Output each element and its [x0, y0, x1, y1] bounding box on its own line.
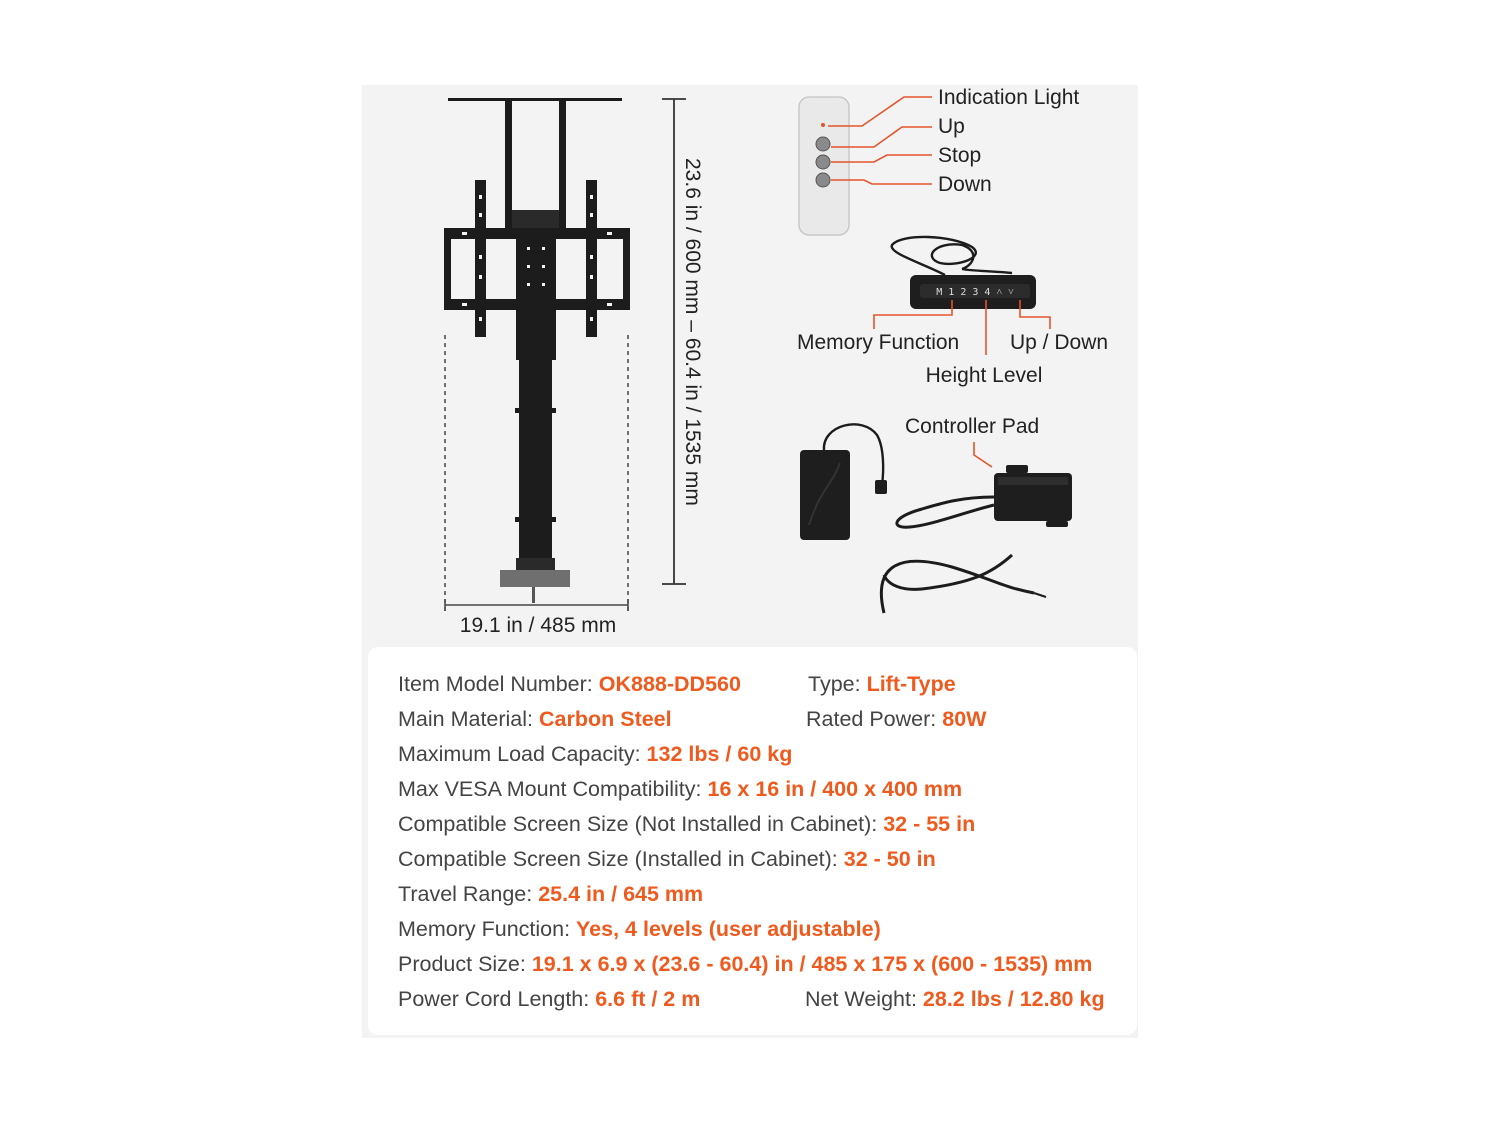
spec-load: Maximum Load Capacity: 132 lbs / 60 kg [398, 742, 793, 766]
spec-screen-not-installed: Compatible Screen Size (Not Installed in… [398, 812, 976, 836]
controller-pad-label: Controller Pad [905, 415, 1039, 438]
extension-cable [879, 553, 1047, 614]
power-adapter [800, 423, 887, 540]
stop-label: Stop [938, 144, 981, 167]
spec-memory: Memory Function: Yes, 4 levels (user adj… [398, 917, 881, 941]
height-dimension-label: 23.6 in / 600 mm – 60.4 in / 1535 mm [681, 158, 704, 506]
up-button-icon [815, 136, 831, 152]
spec-cord: Power Cord Length: 6.6 ft / 2 m [398, 987, 701, 1011]
keypad-cable [890, 235, 1013, 277]
product-card: 19.1 in / 485 mm 23.6 in / 600 mm – 60.4… [362, 85, 1138, 1038]
spec-material: Main Material: Carbon Steel [398, 707, 672, 731]
controller-pad-leader [973, 442, 993, 468]
spec-size: Product Size: 19.1 x 6.9 x (23.6 - 60.4)… [398, 952, 1093, 976]
tv-lift-illustration [444, 98, 630, 603]
indication-light-label: Indication Light [938, 86, 1079, 109]
controller-pad [895, 465, 1072, 529]
keypad-leaders [873, 300, 1051, 355]
indication-light-icon [821, 123, 825, 127]
up-label: Up [938, 115, 965, 138]
memory-function-label: Memory Function [797, 331, 959, 354]
up-down-label: Up / Down [1010, 331, 1108, 354]
height-dimension [662, 98, 686, 585]
remote-control [798, 96, 850, 236]
spec-weight: Net Weight: 28.2 lbs / 12.80 kg [805, 987, 1105, 1011]
tv-lift-holes [462, 195, 612, 321]
height-level-label: Height Level [926, 364, 1043, 387]
remote-leaders [828, 96, 932, 185]
keypad-keys: M 1 2 3 4 ˄ ˅ [936, 287, 1014, 298]
down-button-icon [815, 172, 831, 188]
width-dimension [444, 335, 629, 615]
stop-button-icon [815, 154, 831, 170]
spec-travel: Travel Range: 25.4 in / 645 mm [398, 882, 704, 906]
width-dimension-label: 19.1 in / 485 mm [460, 614, 616, 637]
spec-power: Rated Power: 80W [806, 707, 987, 731]
spec-type: Type: Lift-Type [808, 672, 956, 696]
specifications-panel: Item Model Number: OK888-DD560 Type: Lif… [368, 647, 1137, 1035]
spec-screen-installed: Compatible Screen Size (Installed in Cab… [398, 847, 936, 871]
down-label: Down [938, 173, 992, 196]
spec-vesa: Max VESA Mount Compatibility: 16 x 16 in… [398, 777, 963, 801]
spec-model: Item Model Number: OK888-DD560 [398, 672, 741, 696]
product-diagram: 19.1 in / 485 mm 23.6 in / 600 mm – 60.4… [444, 86, 1108, 637]
